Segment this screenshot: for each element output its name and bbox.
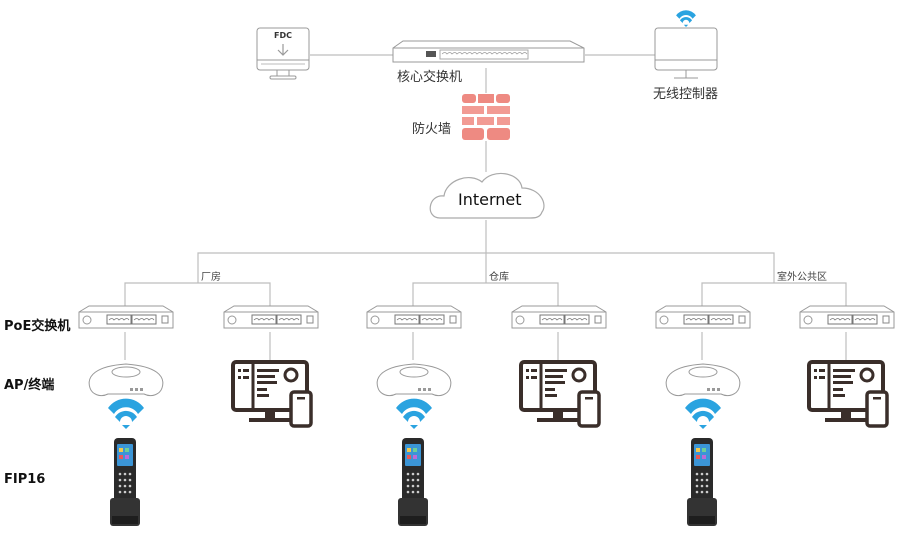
- wifi-signal-icon: [108, 398, 144, 429]
- poe-switch-icon: [799, 305, 895, 329]
- wifi-signal-icon: [396, 398, 432, 429]
- poe-switch-icon: [223, 305, 319, 329]
- fdc-monitor-icon: [256, 27, 310, 80]
- area-label-outdoor: 室外公共区: [777, 272, 827, 283]
- terminal-icon: [231, 360, 313, 428]
- wifi-icon: [676, 10, 696, 27]
- core-switch-icon: [392, 40, 585, 63]
- poe-switch-icon: [655, 305, 751, 329]
- area-label-factory: 厂房: [201, 272, 221, 283]
- internet-cloud-icon: [429, 172, 545, 219]
- fip16-phone-icon: [687, 438, 717, 526]
- firewall-icon: [462, 94, 510, 140]
- terminal-icon: [519, 360, 601, 428]
- fip16-phone-icon: [398, 438, 428, 526]
- connection-lines: [124, 54, 847, 360]
- firewall-label: 防火墙: [412, 122, 452, 137]
- terminal-icon: [807, 360, 889, 428]
- row-label-fip16: FIP16: [4, 472, 46, 487]
- row-label-poe-switch: PoE交换机: [4, 319, 71, 334]
- row-label-ap-terminal: AP/终端: [4, 378, 55, 393]
- wireless-controller-label: 无线控制器: [653, 87, 719, 102]
- internet-label: Internet: [458, 190, 522, 209]
- access-point-icon: [665, 363, 741, 397]
- poe-switch-icon: [511, 305, 607, 329]
- poe-switch-icon: [78, 305, 174, 329]
- access-point-icon: [88, 363, 164, 397]
- area-label-warehouse: 仓库: [489, 272, 509, 283]
- poe-switch-icon: [366, 305, 462, 329]
- wifi-signal-icon: [685, 398, 721, 429]
- wireless-controller-icon: [654, 27, 718, 79]
- fdc-label: FDC: [274, 31, 292, 40]
- core-switch-label: 核心交换机: [397, 70, 463, 85]
- access-point-icon: [376, 363, 452, 397]
- fip16-phone-icon: [110, 438, 140, 526]
